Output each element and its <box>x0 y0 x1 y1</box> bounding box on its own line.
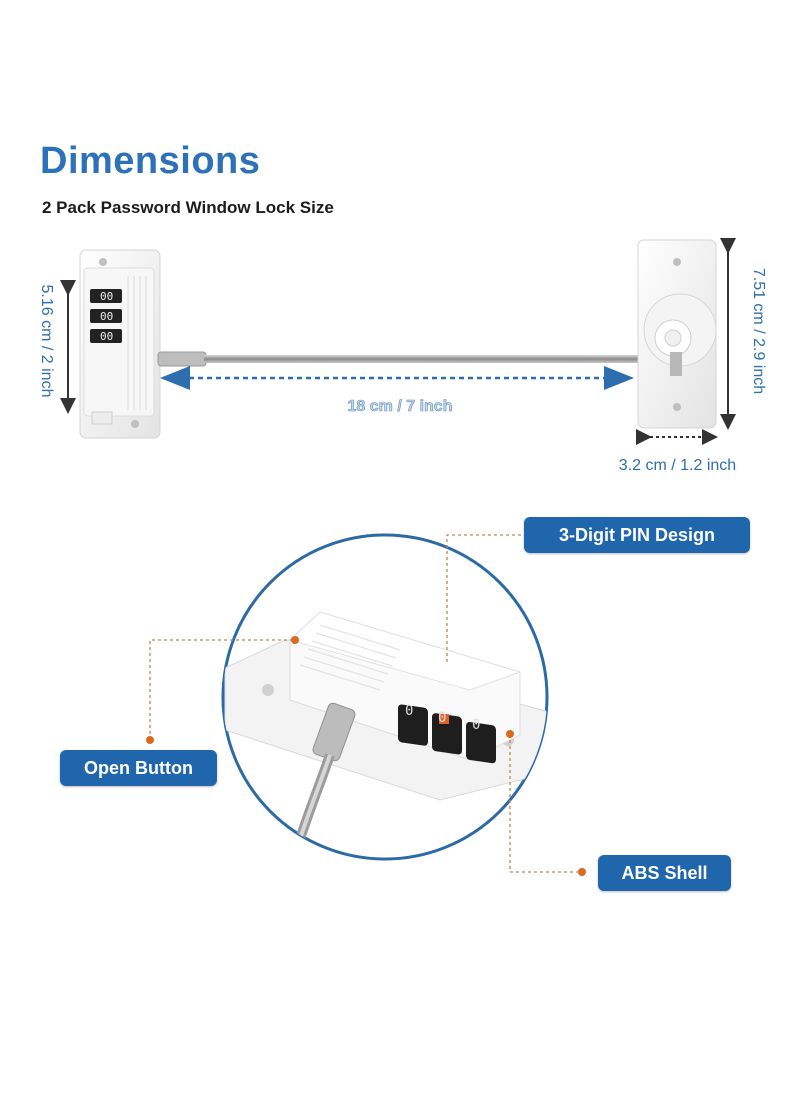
left-lock-body <box>79 249 161 439</box>
pin-leader <box>446 534 524 662</box>
svg-text:0: 0 <box>405 703 413 719</box>
svg-text:00: 00 <box>100 290 113 303</box>
right-height-label: 7.51 cm / 2.9 inch <box>750 267 767 395</box>
shell-leader <box>506 730 586 876</box>
open-button-callout: Open Button <box>60 750 217 786</box>
left-lock-dials: 00 00 00 <box>90 289 122 343</box>
page-title: Dimensions <box>40 140 261 182</box>
right-mount-plate <box>637 239 717 429</box>
svg-text:0: 0 <box>472 717 480 733</box>
pin-design-callout: 3-Digit PIN Design <box>524 517 750 553</box>
svg-text:00: 00 <box>100 310 113 323</box>
svg-text:00: 00 <box>100 330 113 343</box>
detail-lock-closeup: 0 0 0 <box>224 611 547 859</box>
right-width-label: 3.2 cm / 1.2 inch <box>618 457 737 474</box>
cable-length-arrow <box>160 366 634 390</box>
page-subtitle: 2 Pack Password Window Lock Size <box>42 198 334 217</box>
steel-cable <box>157 351 684 367</box>
open-leader <box>146 636 299 744</box>
cable-length-label: 18 cm / 7 inch <box>347 398 453 416</box>
svg-text:0: 0 <box>438 710 446 726</box>
abs-shell-callout: ABS Shell <box>598 855 731 891</box>
left-height-label: 5.16 cm / 2 inch <box>38 284 55 398</box>
